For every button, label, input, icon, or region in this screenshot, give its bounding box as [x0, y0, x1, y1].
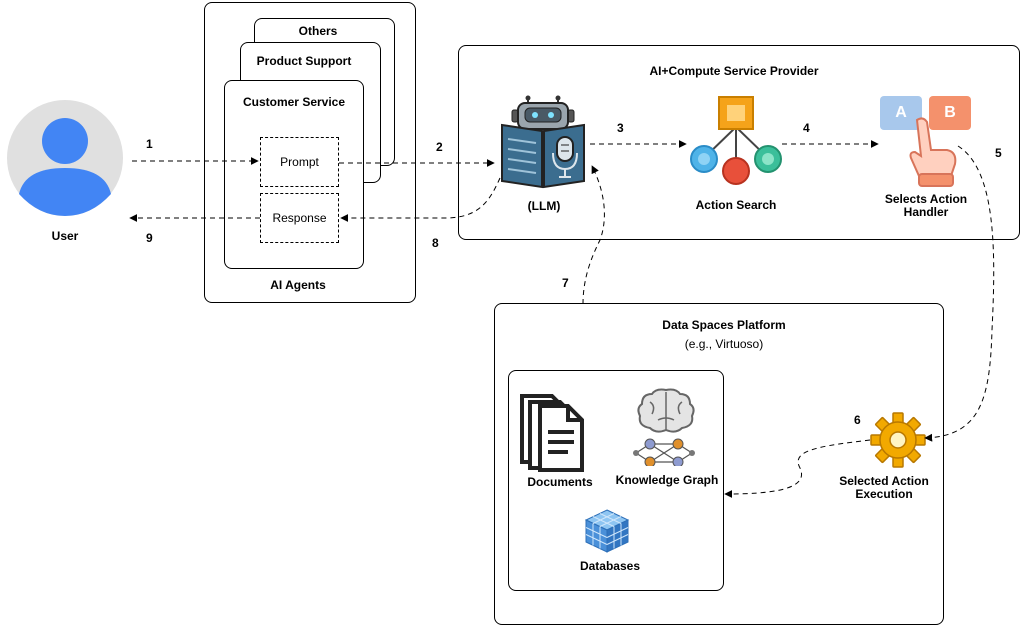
selects-action-label-line2: Handler: [903, 205, 949, 219]
step-number-9: 9: [146, 231, 153, 245]
step-number-1: 1: [146, 137, 153, 151]
selects-action-label-line1: Selects Action: [884, 192, 968, 206]
ai-agents-label: AI Agents: [270, 278, 326, 292]
pointing-hand-icon: [909, 117, 957, 187]
step-number-7: 7: [562, 276, 569, 290]
documents-icon: [520, 394, 584, 472]
documents-label: Documents: [527, 475, 593, 489]
user-label: User: [51, 229, 79, 243]
arrow-step-6: [724, 439, 871, 498]
option-a-letter: A: [895, 104, 907, 121]
arrow-step-5: [924, 145, 995, 442]
user-avatar-icon: [7, 100, 123, 216]
step-number-6: 6: [854, 413, 861, 427]
prompt-box: Prompt: [260, 137, 339, 187]
service-provider-title: AI+Compute Service Provider: [649, 64, 819, 78]
llm-label: (LLM): [527, 199, 561, 213]
data-spaces-subtitle: (e.g., Virtuoso): [684, 337, 764, 351]
step-number-8: 8: [432, 236, 439, 250]
arrow-step-8: [340, 177, 501, 222]
step-number-4: 4: [803, 121, 810, 135]
databases-label: Databases: [579, 559, 641, 573]
response-box: Response: [260, 193, 339, 243]
action-search-label: Action Search: [695, 198, 777, 212]
action-search-network-icon: [690, 96, 782, 185]
knowledge-graph-label: Knowledge Graph: [615, 473, 719, 487]
agent-card-product-support-label: Product Support: [256, 54, 352, 68]
execution-label-line1: Selected Action: [839, 474, 929, 488]
databases-cube-icon: [584, 509, 630, 553]
execution-label-line2: Execution: [855, 487, 913, 501]
agent-card-others-label: Others: [298, 24, 338, 38]
option-a-tile: A: [880, 96, 922, 130]
step-number-5: 5: [995, 146, 1002, 160]
knowledge-graph-brain-icon: [633, 388, 695, 466]
agent-card-customer-service-label: Customer Service: [242, 95, 346, 109]
option-b-tile: B: [929, 96, 971, 130]
arrow-step-7: [582, 165, 605, 305]
step-number-2: 2: [436, 140, 443, 154]
data-spaces-title: Data Spaces Platform: [662, 318, 786, 332]
option-b-letter: B: [944, 104, 956, 121]
llm-robot-book-icon: [501, 95, 585, 189]
step-number-3: 3: [617, 121, 624, 135]
gear-icon: [870, 412, 926, 468]
